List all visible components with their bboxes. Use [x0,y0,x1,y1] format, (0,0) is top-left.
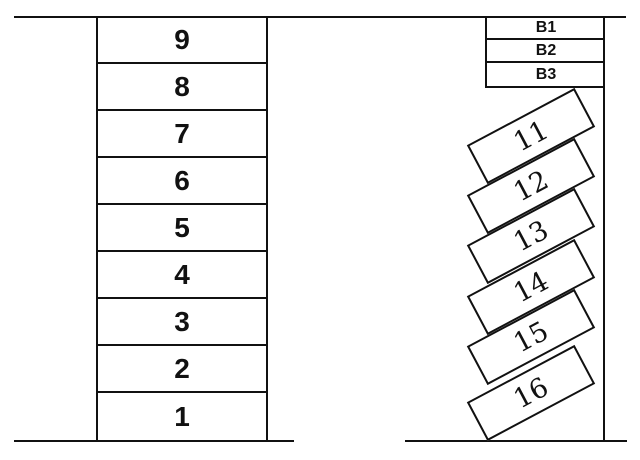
top-shelf-line-left [14,16,626,18]
stack-item-1: 1 [174,401,190,432]
stack-item-b1: B1 [487,17,605,40]
stack-item-5: 5 [98,205,266,252]
stack-item-2: 2 [98,346,266,393]
stack-item-6: 6 [98,158,266,205]
right-top-stack: B1 B2 B3 [485,17,605,88]
floor-line-left [14,440,294,442]
left-book-stack: 9 8 7 6 5 4 3 2 1 [96,17,268,441]
stack-item-3: 3 [98,299,266,346]
floor-line-right [405,440,627,442]
stack-item-7: 7 [98,111,266,158]
stack-item-b3: B3 [535,65,557,83]
stack-item-4: 4 [98,252,266,299]
stack-item-b2: B2 [487,40,605,63]
right-wall [603,16,605,442]
stack-item-9: 9 [98,17,266,64]
stack-item-8: 8 [98,64,266,111]
